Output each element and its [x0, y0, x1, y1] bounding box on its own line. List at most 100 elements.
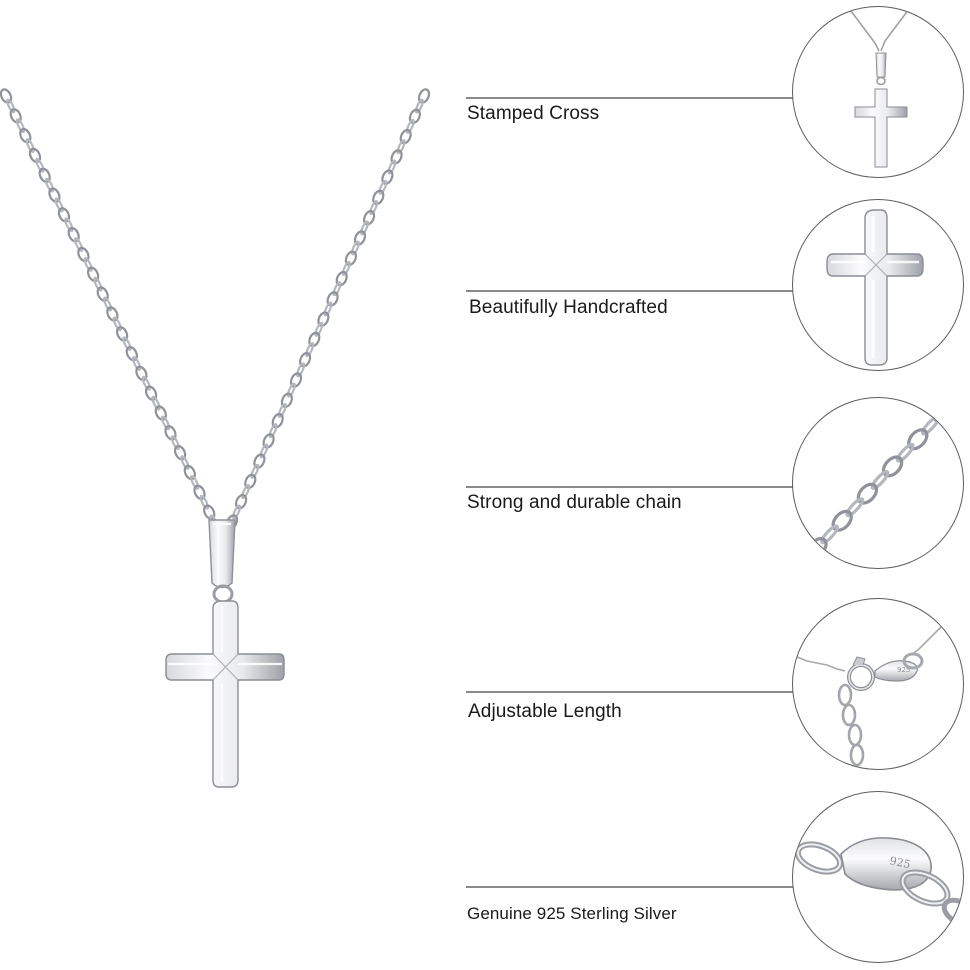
chain-link — [296, 362, 306, 378]
chain-link — [820, 524, 840, 545]
chain-link — [77, 246, 90, 263]
chain-link — [151, 395, 161, 411]
chain-link — [38, 167, 51, 183]
chain-link — [344, 250, 358, 267]
stamped-tag-icon: 925 — [794, 837, 963, 927]
feature-label: Stamped Cross — [467, 103, 600, 124]
chain-link — [67, 227, 80, 243]
chain-link — [280, 392, 294, 409]
cross-detail-icon — [826, 209, 924, 366]
detail-circle-chain — [792, 397, 964, 569]
chain-link — [845, 497, 865, 518]
chain-link — [305, 342, 315, 358]
feature-rule — [466, 886, 794, 888]
chain-link — [135, 365, 148, 382]
chain-link — [417, 88, 431, 104]
chain-link — [378, 179, 388, 195]
chain-link — [262, 433, 275, 449]
chain-link — [6, 98, 16, 114]
feature-rule — [466, 691, 794, 693]
chain-link — [203, 504, 216, 520]
clasp-stamp-text: 925 — [897, 666, 910, 674]
chain-link — [932, 401, 954, 423]
chain-link — [190, 474, 200, 490]
chain-link — [115, 326, 129, 342]
chain-link — [160, 415, 171, 431]
chain-link — [806, 537, 828, 559]
chain-link — [241, 484, 251, 500]
chain-link — [405, 118, 415, 134]
chain-link — [326, 291, 339, 307]
chain-links-icon — [806, 401, 954, 559]
chain-link — [870, 470, 890, 490]
detail-circle-clasp: 925 — [792, 598, 964, 770]
chain-link — [881, 455, 904, 478]
chain-link — [44, 177, 55, 193]
chain-link — [317, 311, 330, 327]
chain-link — [335, 270, 348, 287]
chain-link — [323, 301, 333, 317]
chain-link — [96, 286, 109, 302]
chain-link — [298, 351, 312, 368]
chain-link — [57, 207, 71, 223]
bail-icon — [208, 519, 236, 604]
feature-handcrafted: Beautifully Handcrafted — [466, 190, 970, 380]
detail-circle-stamped-tag: 925 — [792, 791, 964, 963]
chain-link — [341, 260, 351, 276]
main-pendant-image — [0, 0, 440, 965]
chain-link — [164, 425, 177, 441]
chain-link — [102, 296, 113, 312]
chain-link — [308, 331, 321, 348]
chain-link — [15, 118, 26, 134]
feature-label: Strong and durable chain — [467, 492, 682, 513]
chain-left — [0, 88, 219, 530]
stamp-text: 925 — [888, 854, 911, 871]
chain-link — [112, 316, 122, 332]
chain-link — [286, 382, 296, 398]
chain-link — [86, 266, 100, 282]
chain-link — [289, 372, 303, 388]
chain-link — [250, 463, 260, 479]
chain-link — [83, 256, 93, 272]
chain-link — [360, 220, 370, 236]
chain-link — [73, 237, 84, 253]
chain-link — [332, 281, 342, 297]
chain-link — [277, 402, 287, 418]
chain-link — [141, 375, 151, 391]
feature-label: Genuine 925 Sterling Silver — [467, 904, 677, 923]
chain-link — [353, 230, 367, 246]
spring-clasp-icon: 925 — [796, 624, 944, 767]
feature-rule — [466, 97, 794, 99]
chain-link — [390, 149, 403, 165]
chain-link — [154, 405, 167, 421]
detail-circle-cross-pendant — [792, 6, 964, 178]
chain-link — [396, 139, 406, 155]
chain-link — [399, 128, 412, 145]
chain-link — [0, 88, 13, 104]
feature-sterling-silver: Genuine 925 Sterling Silver — [466, 780, 970, 965]
cross-pendant-closeup-icon — [850, 8, 910, 168]
chain-link — [199, 494, 209, 510]
feature-label: Adjustable Length — [468, 701, 622, 722]
chain-link — [144, 385, 158, 401]
feature-stamped-cross: Stamped Cross — [466, 0, 970, 190]
chain-link — [268, 423, 278, 439]
chain-link — [856, 482, 879, 505]
feature-rule — [466, 486, 794, 488]
chain-link — [253, 453, 266, 469]
chain-link — [831, 509, 853, 532]
feature-label: Beautifully Handcrafted — [469, 297, 668, 318]
chain-link — [170, 435, 180, 451]
chain-link — [64, 217, 74, 233]
chain-link — [25, 138, 35, 153]
chain-link — [48, 187, 61, 203]
chain-link — [183, 464, 196, 481]
chain-link — [920, 415, 940, 436]
chain-link — [244, 473, 257, 490]
feature-chain: Strong and durable chain — [466, 380, 970, 580]
chain-link — [232, 504, 242, 520]
chain-link — [350, 240, 360, 256]
chain-link — [9, 108, 22, 124]
chain-link — [28, 147, 42, 164]
chain-link — [106, 306, 119, 322]
